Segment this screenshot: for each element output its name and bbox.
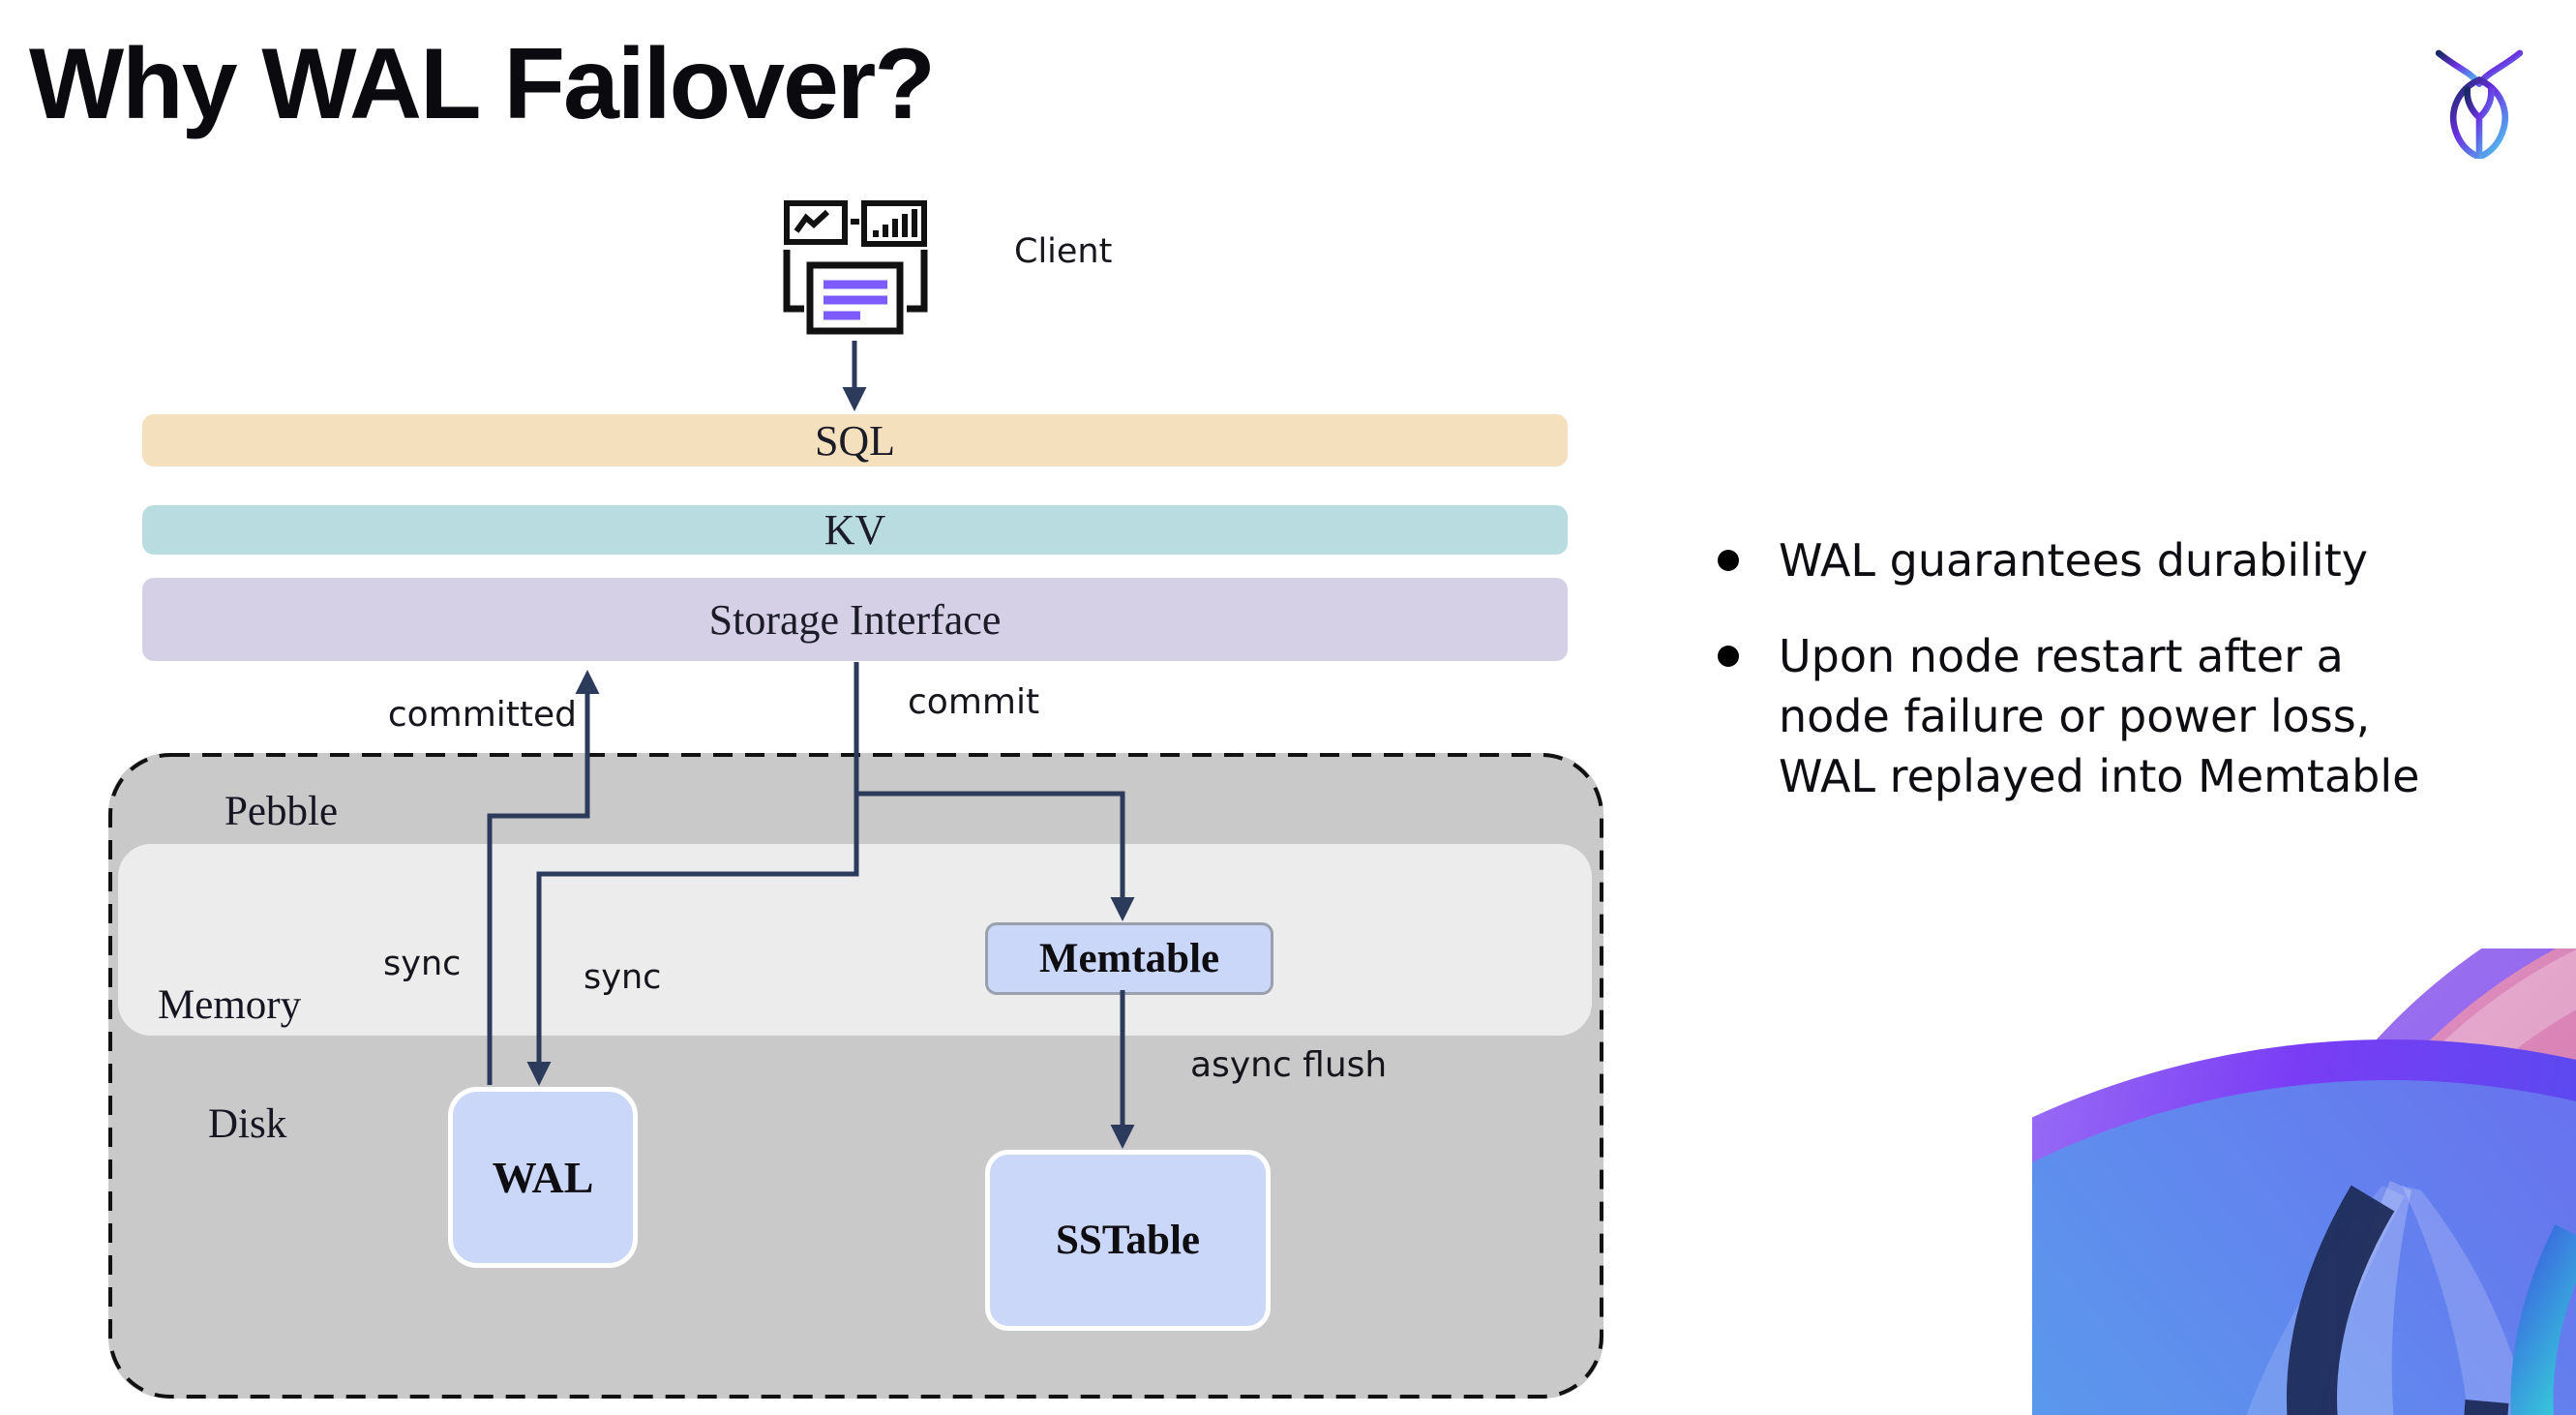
blue-sphere (2032, 1060, 2576, 1415)
bullet-dot (1718, 550, 1739, 571)
committed-label: committed (387, 695, 577, 735)
memtable-label: Memtable (1038, 936, 1220, 981)
pebble-label: Pebble (225, 789, 339, 834)
navy-leaf-curves (2287, 1185, 2509, 1415)
teal-arc-band (2510, 1224, 2576, 1415)
layer-storage-label: Storage Interface (708, 595, 1002, 644)
bullet-list: WAL guarantees durability Upon node rest… (1698, 530, 2453, 842)
sstable-label: SSTable (1055, 1218, 1200, 1263)
list-item: Upon node restart after a node failure o… (1698, 626, 2453, 806)
memory-label: Memory (158, 982, 302, 1028)
wal-node: WAL (448, 1087, 638, 1268)
sstable-node: SSTable (985, 1150, 1271, 1331)
layer-kv-label: KV (824, 506, 886, 554)
wal-label: WAL (492, 1153, 594, 1202)
memory-band (118, 844, 1592, 1036)
layer-kv: KV (142, 505, 1568, 555)
layer-sql-label: SQL (814, 416, 896, 465)
client-icon (783, 200, 928, 335)
page-title: Why WAL Failover? (29, 28, 936, 140)
cockroachdb-logo-icon (2435, 49, 2524, 159)
sync-label-right: sync (584, 958, 662, 997)
layer-storage-interface: Storage Interface (142, 578, 1568, 661)
list-item: WAL guarantees durability (1698, 530, 2453, 590)
bracket-left (783, 250, 804, 313)
async-flush-label: async flush (1190, 1045, 1388, 1085)
bullet-text: Upon node restart after a node failure o… (1779, 630, 2420, 802)
sync-label-left: sync (383, 945, 462, 983)
layer-sql: SQL (142, 414, 1568, 467)
blue-arc-band (2032, 1039, 2576, 1163)
commit-label: commit (908, 682, 1040, 722)
bullet-dot (1718, 646, 1739, 667)
client-label: Client (1014, 232, 1113, 271)
brand-graphic (2032, 948, 2576, 1415)
line-chart-icon (784, 200, 848, 245)
bracket-right (907, 250, 928, 313)
memtable-node: Memtable (985, 922, 1273, 995)
bullet-text: WAL guarantees durability (1779, 534, 2368, 587)
disk-label: Disk (208, 1101, 287, 1147)
